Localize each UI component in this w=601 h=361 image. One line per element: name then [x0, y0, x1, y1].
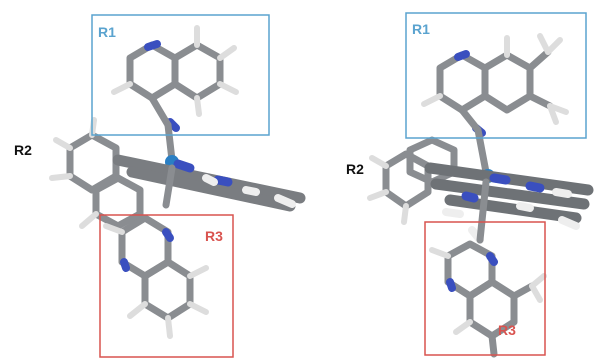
left-r1-ring-system [126, 41, 224, 102]
left-r1-label: R1 [98, 24, 116, 40]
left-r3-label: R3 [205, 228, 223, 244]
right-r2-label: R2 [346, 161, 364, 177]
left-r3-ring-system [118, 214, 194, 322]
left-r1-box [91, 14, 270, 136]
right-structure: R1 R3 R2 [346, 12, 594, 358]
right-r3-box [424, 221, 546, 356]
right-r1-box [405, 12, 587, 139]
right-r1-ring-system [436, 51, 534, 114]
right-r3-label: R3 [498, 322, 516, 338]
left-r1-nitrogens [144, 40, 180, 132]
left-structure: R1 R3 R2 [14, 14, 306, 358]
left-r2-label: R2 [14, 142, 32, 158]
left-r3-box [99, 214, 234, 358]
right-r1-label: R1 [412, 21, 430, 37]
left-r2-ring [66, 131, 144, 230]
left-r1-hydrogens [111, 25, 239, 117]
